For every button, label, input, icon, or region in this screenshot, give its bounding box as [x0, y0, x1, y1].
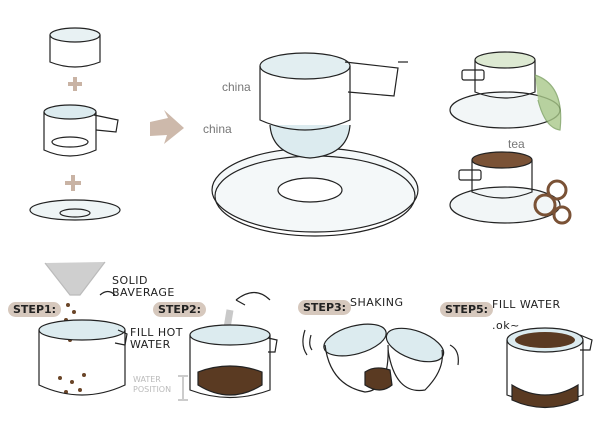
plus-icon	[68, 77, 82, 91]
water-position-note: WATER POSITION	[133, 375, 172, 394]
step2-badge: STEP2:	[153, 302, 207, 317]
step5-note: FILL WATER	[492, 298, 561, 311]
step1-badge: STEP1:	[8, 302, 62, 317]
assembled-cup	[211, 52, 419, 237]
step3-badge: STEP3:	[298, 300, 352, 315]
tea-cup-green	[449, 51, 562, 131]
step3-illustration	[302, 323, 459, 393]
saucer-part	[29, 199, 121, 221]
arrow-icon	[150, 110, 184, 144]
step5-badge: STEP5:	[440, 302, 494, 317]
step5-illustration	[506, 327, 593, 409]
step3-note: SHAKING	[350, 296, 404, 309]
step1-note: SOLID BAVERAGE	[112, 274, 175, 299]
ok-note: .ok~	[492, 319, 520, 332]
cup-part	[43, 104, 119, 157]
step2-note: FILL HOT WATER	[130, 326, 183, 351]
tea-cup-brown	[449, 151, 572, 225]
plus-icon	[65, 175, 81, 191]
china-label-bottom: china	[203, 122, 232, 136]
lid-part	[49, 27, 101, 68]
tea-label: tea	[508, 137, 525, 151]
step2-illustration	[178, 291, 278, 401]
step1-illustration	[38, 261, 128, 396]
china-label-top: china	[222, 80, 251, 94]
